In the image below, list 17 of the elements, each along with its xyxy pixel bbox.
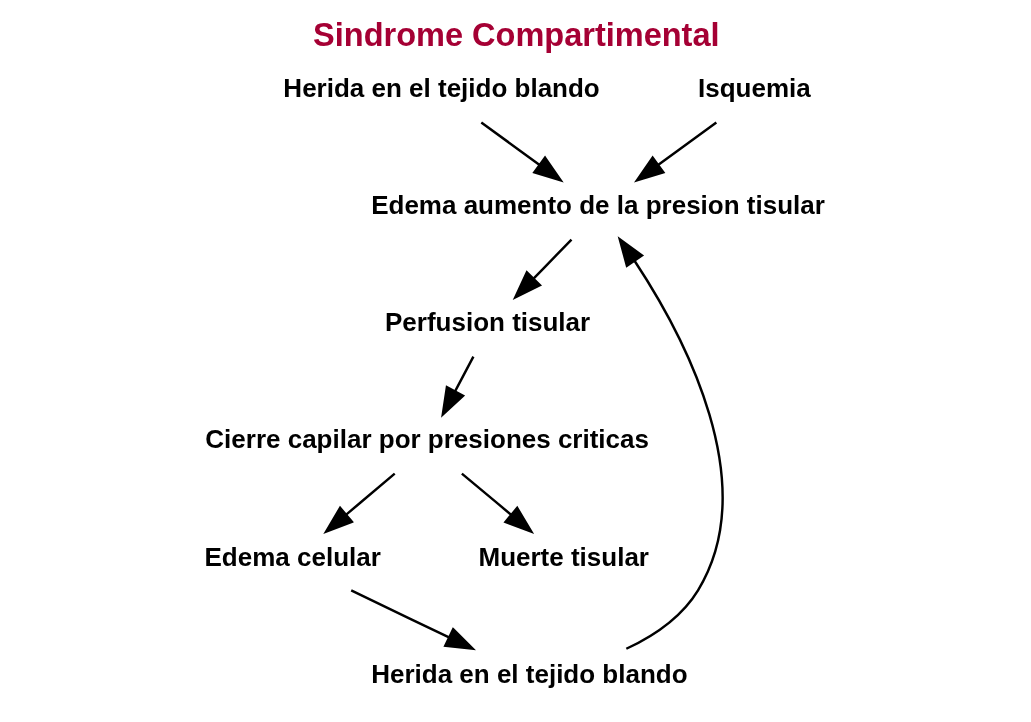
arrow xyxy=(480,121,564,183)
node-text: Edema celular xyxy=(204,541,381,572)
arrow xyxy=(441,356,475,418)
node-text: Perfusion tisular xyxy=(385,307,591,338)
arrow xyxy=(323,472,396,534)
node-text: Muerte tisular xyxy=(478,541,650,572)
arrow xyxy=(617,236,724,650)
diagram-title: Sindrome Compartimental xyxy=(313,16,720,53)
node-text: Cierre capilar por presiones criticas xyxy=(205,424,649,455)
arrow xyxy=(512,238,573,301)
node-text: Herida en el tejido blando xyxy=(371,658,688,689)
node-text: Herida en el tejido blando xyxy=(283,73,600,104)
node-text: Isquemia xyxy=(698,73,811,104)
arrow xyxy=(350,589,476,651)
node-text: Edema aumento de la presion tisular xyxy=(371,190,825,221)
arrow xyxy=(461,472,535,534)
arrow xyxy=(634,121,718,183)
